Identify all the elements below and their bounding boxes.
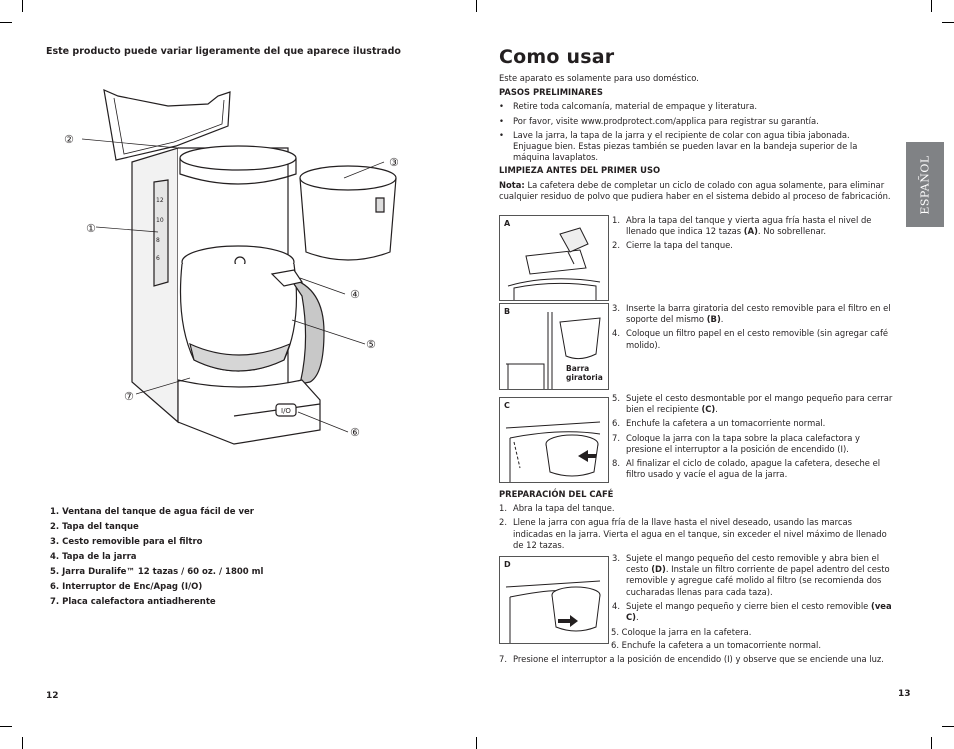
crop-mark [0,22,12,23]
preparation-section: PREPARACIÓN DEL CAFÉ 1.Abra la tapa del … [499,489,891,551]
figure-label: C [504,401,510,410]
step-item: 4.Sujete el mango pequeño y cierre bien … [612,600,892,623]
step-item: 6. Enchufe la cafetera a un tomacorrient… [611,640,822,651]
figure-a: A [499,215,609,301]
close-basket-drawing [505,421,601,482]
step-item: 5. Coloque la jarra en la cafetera. [611,627,752,637]
step-item: 1.Abra la tapa del tanque. [499,503,615,514]
parts-list-item: 2. Tapa del tanque [50,522,139,532]
callout-1: ① [86,222,96,235]
coffee-maker-illustration: 12 10 8 6 I/O ② ① ③ ④ ⑤ [64,89,398,445]
figure-label: A [504,219,511,228]
crop-mark [476,737,477,749]
step-item: 3.Inserte la barra giratoria del cesto r… [612,303,891,325]
note-paragraph: Nota: La cafetera debe de completar un c… [499,179,891,201]
callout-7: ⑦ [124,390,134,403]
parts-list-item: 5. Jarra Duralife™ 12 tazas / 60 oz. / 1… [50,567,264,577]
step-item: 5.Sujete el cesto desmontable por el man… [612,393,893,415]
steps-a: 1.Abra la tapa del tanque y vierta agua … [612,215,894,252]
steps-d: 3.Sujete el mango pequeño del cesto remo… [612,553,894,623]
open-basket-drawing [505,580,601,643]
step-item: 1.Abra la tapa del tanque y vierta agua … [612,215,872,237]
step-item: 8.Al finalizar el ciclo de colado, apagu… [612,458,881,480]
figure-c: C [499,397,609,483]
parts-list-item: 7. Placa calefactora antiadherente [50,597,216,607]
callout-4: ④ [350,288,360,301]
svg-text:I/O: I/O [281,407,291,415]
crop-mark [931,0,932,12]
swing-bar-drawing [506,312,601,389]
crop-mark [22,0,23,12]
section-heading: LIMPIEZA ANTES DEL PRIMER USO [499,165,661,176]
callout-5: ⑤ [366,338,376,351]
crop-mark [22,737,23,749]
illustration-note: Este producto puede variar ligeramente d… [46,46,401,57]
bullet-item: •Lave la jarra, la tapa de la jarra y el… [499,129,858,163]
step-item: 3.Sujete el mango pequeño del cesto remo… [612,553,890,597]
callout-3: ③ [389,156,398,169]
figure-b: B Barra giratoria [499,303,609,390]
final-step: 7.Presione el interruptor a la posición … [499,654,891,665]
figure-label: D [504,560,511,569]
language-tab: ESPAÑOL [906,142,944,227]
step-item: 4.Coloque un filtro papel en el cesto re… [612,328,889,350]
intro-block: Este aparato es solamente para uso domés… [499,73,891,202]
section-heading: PREPARACIÓN DEL CAFÉ [499,489,614,499]
svg-text:10: 10 [156,217,164,224]
language-tab-label: ESPAÑOL [918,154,932,215]
intro-text: Este aparato es solamente para uso domés… [499,73,699,83]
swing-bar-label: Barra giratoria [566,364,603,382]
tank-fill-drawing [507,227,601,300]
page-number-left: 12 [46,691,59,701]
steps-c: 5.Sujete el cesto desmontable por el man… [612,393,894,480]
callout-2: ② [64,133,74,146]
figure-label: B [504,307,511,316]
svg-text:6: 6 [156,255,160,262]
crop-mark [942,726,954,727]
steps-b: 3.Inserte la barra giratoria del cesto r… [612,303,894,351]
step-item: 7.Coloque la jarra con la tapa sobre la … [612,432,860,454]
page-number-right: 13 [898,689,911,699]
bullet-item: •Por favor, visite www.prodprotect.com/a… [499,115,819,126]
figure-d: D [499,556,609,644]
parts-list-item: 3. Cesto removible para el filtro [50,537,203,547]
svg-text:8: 8 [156,237,160,244]
parts-list: 1. Ventana del tanque de agua fácil de v… [50,505,263,610]
parts-list-item: 1. Ventana del tanque de agua fácil de v… [50,507,254,517]
steps-tail: 5. Coloque la jarra en la cafetera. 6. E… [611,627,901,651]
crop-mark [942,22,954,23]
callout-6: ⑥ [350,426,360,439]
section-heading: PASOS PRELIMINARES [499,87,603,98]
crop-mark [0,726,12,727]
crop-mark [476,0,477,12]
crop-mark [931,737,932,749]
parts-list-item: 4. Tapa de la jarra [50,552,137,562]
step-item: 7.Presione el interruptor a la posición … [499,654,884,664]
parts-list-item: 6. Interruptor de Enc/Apag (I/O) [50,582,203,592]
step-item: 6.Enchufe la cafetera a un tomacorriente… [612,418,826,429]
svg-text:12: 12 [156,197,164,204]
step-item: 2.Cierre la tapa del tanque. [612,240,733,251]
bullet-item: •Retire toda calcomanía, material de emp… [499,101,758,112]
page-title: Como usar [499,46,615,68]
step-item: 2.Llene la jarra con agua fría de la lla… [499,517,887,550]
